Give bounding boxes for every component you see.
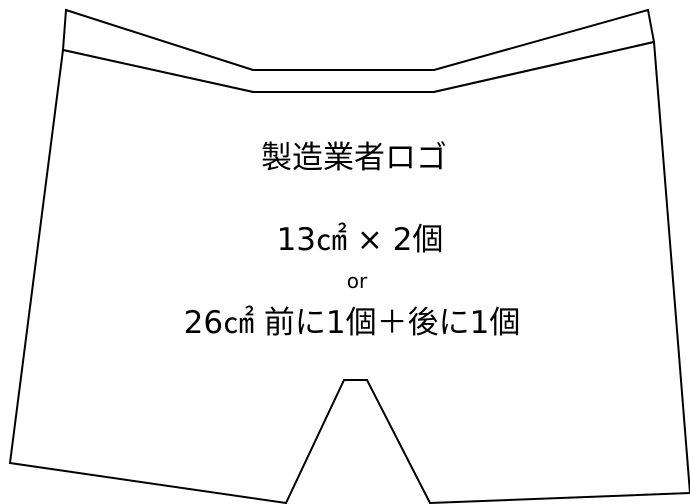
logo-label: 製造業者ロゴ bbox=[261, 140, 447, 176]
garment-outline bbox=[8, 8, 690, 504]
size-option-1: 13㎠ × 2個 bbox=[277, 222, 444, 258]
shorts-body bbox=[8, 40, 690, 504]
size-option-2: 26㎠ 前に1個＋後に1個 bbox=[184, 305, 521, 341]
or-label: or bbox=[347, 269, 368, 293]
